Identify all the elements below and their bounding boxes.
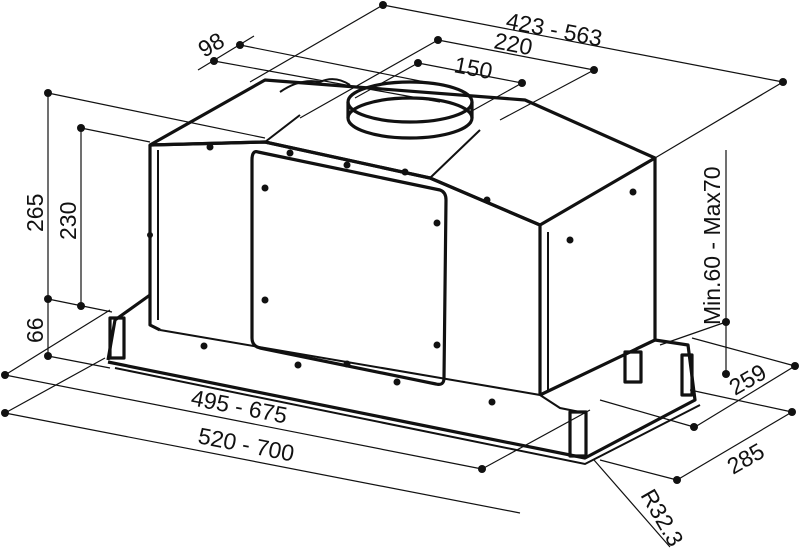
label-bottom-height: 66 [22,317,48,343]
label-body-height: 230 [55,202,81,240]
label-inner-depth: 259 [725,359,771,401]
hood-body [106,78,701,466]
label-outlet-edge-offset: 98 [194,27,229,62]
label-total-height: 265 [22,194,48,232]
label-side-height-range: Min.60 - Max70 [699,166,725,325]
label-front-width: 495 - 675 [189,384,289,428]
label-outlet-offset-small: 150 [452,51,495,84]
label-frame-depth: 285 [723,438,769,480]
